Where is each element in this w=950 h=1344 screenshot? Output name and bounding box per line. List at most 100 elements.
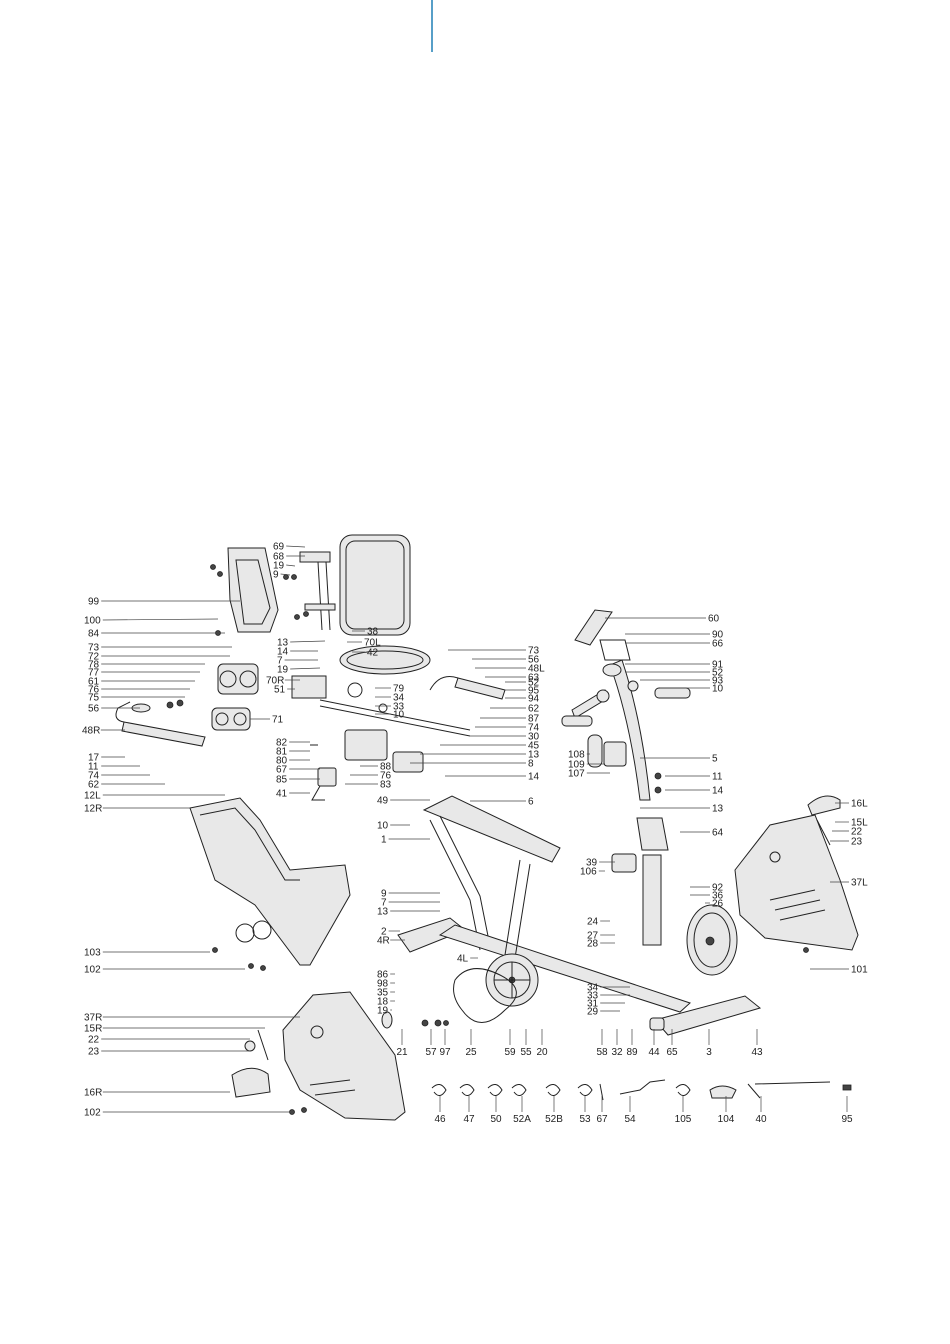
part-callout-label: 34 [393, 693, 405, 704]
part-callout-label: 34 [587, 983, 599, 994]
part-callout-label: 57 [425, 1047, 437, 1058]
part-callout-label: 9 [273, 570, 279, 581]
hinge-assembly-left [166, 663, 259, 731]
part-callout-label: 52 [528, 678, 540, 689]
part-callout-label: 60 [708, 614, 720, 625]
seat-slider-bracket [291, 675, 471, 773]
part-callout-label: 32 [611, 1047, 623, 1058]
part-callout-label: 26 [712, 899, 724, 910]
part-callout-label: 37L [851, 878, 868, 889]
part-callout-label: 87 [528, 714, 540, 725]
part-callout-label: 65 [666, 1047, 678, 1058]
part-callout-label: 52 [712, 668, 724, 679]
part-callout-label: 14 [277, 647, 289, 658]
part-callout-label: 55 [520, 1047, 532, 1058]
part-callout-label: 75 [88, 693, 100, 704]
pedal-left-part [807, 795, 841, 846]
part-callout-label: 68 [273, 552, 285, 563]
part-callout-label: 62 [88, 780, 100, 791]
part-callout-label: 13 [277, 638, 289, 649]
part-callout-label: 103 [84, 948, 101, 959]
part-callout-label: 1 [381, 835, 387, 846]
crank-bearings [381, 1011, 449, 1029]
part-callout-label: 67 [276, 765, 288, 776]
part-callout-label: 105 [675, 1114, 692, 1125]
part-callout-label: 58 [596, 1047, 608, 1058]
callout-leader-line [286, 564, 296, 567]
part-callout-label: 40 [755, 1114, 767, 1125]
part-callout-label: 98 [377, 979, 389, 990]
part-callout-label: 62 [528, 704, 540, 715]
callout-labels: 6968199991008413147193870L42737278776176… [82, 542, 868, 1119]
seat-cushion [339, 645, 431, 675]
part-callout-label: 11 [88, 762, 99, 773]
part-callout-label: 9 [381, 889, 387, 900]
part-callout-label: 74 [88, 771, 100, 782]
part-callout-label: 108 [568, 750, 585, 761]
part-callout-label: 36 [712, 891, 724, 902]
part-callout-label: 52B [545, 1114, 563, 1125]
part-callout-label: 70L [364, 638, 381, 649]
part-callout-label: 73 [528, 646, 540, 657]
part-callout-label: 13 [528, 750, 540, 761]
part-callout-label: 84 [88, 629, 100, 640]
part-callout-label: 22 [851, 827, 863, 838]
part-callout-label: 35 [377, 988, 389, 999]
part-callout-label: 17 [88, 753, 100, 764]
part-callout-label: 48L [528, 664, 545, 675]
part-callout-label: 91 [712, 660, 724, 671]
parts-drawing [115, 534, 859, 1121]
part-callout-label: 10 [377, 821, 389, 832]
part-callout-label: 37R [84, 1013, 102, 1024]
part-callout-label: 18 [377, 997, 389, 1008]
part-callout-label: 19 [377, 1006, 389, 1017]
part-callout-label: 16L [851, 799, 868, 810]
backrest-post [299, 551, 336, 631]
part-callout-label: 76 [88, 685, 100, 696]
part-callout-label: 5 [712, 754, 718, 765]
part-callout-label: 33 [587, 991, 599, 1002]
part-callout-label: 49 [377, 796, 389, 807]
part-callout-label: 6 [528, 797, 534, 808]
part-callout-label: 61 [88, 677, 100, 688]
part-callout-label: 28 [587, 939, 599, 950]
part-callout-label: 88 [380, 762, 392, 773]
part-callout-label: 80 [276, 756, 288, 767]
part-callout-label: 106 [580, 867, 597, 878]
pulley-disk-part [686, 904, 738, 976]
part-callout-label: 81 [276, 747, 288, 758]
part-callout-label: 3 [706, 1047, 712, 1058]
part-callout-label: 102 [84, 965, 101, 976]
part-callout-label: 22 [88, 1035, 100, 1046]
right-shroud-part [734, 814, 859, 951]
part-callout-label: 24 [587, 917, 599, 928]
part-callout-label: 70R [266, 676, 284, 687]
part-callout-label: 90 [712, 630, 724, 641]
part-callout-label: 86 [377, 970, 389, 981]
part-callout-label: 13 [712, 804, 724, 815]
callout-leader-line [290, 640, 326, 643]
part-callout-label: 2 [381, 927, 387, 938]
part-callout-label: 21 [396, 1047, 408, 1058]
part-callout-label: 50 [490, 1114, 502, 1125]
lower-left-shroud-part [282, 991, 406, 1121]
part-callout-label: 56 [528, 655, 540, 666]
part-callout-label: 45 [528, 741, 540, 752]
part-callout-label: 93 [712, 676, 724, 687]
drive-belt-part [453, 968, 517, 1023]
part-callout-label: 109 [568, 760, 585, 771]
part-callout-label: 71 [272, 715, 284, 726]
part-callout-label: 31 [587, 999, 599, 1010]
part-callout-label: 100 [84, 616, 101, 627]
callout-leader-line [102, 618, 219, 621]
part-callout-label: 29 [587, 1007, 599, 1018]
part-callout-label: 56 [88, 704, 100, 715]
part-callout-label: 72 [88, 652, 100, 663]
part-callout-label: 8 [528, 759, 534, 770]
part-callout-label: 97 [439, 1047, 451, 1058]
part-callout-label: 42 [367, 648, 379, 659]
part-callout-label: 89 [626, 1047, 638, 1058]
backrest-part [339, 534, 411, 636]
